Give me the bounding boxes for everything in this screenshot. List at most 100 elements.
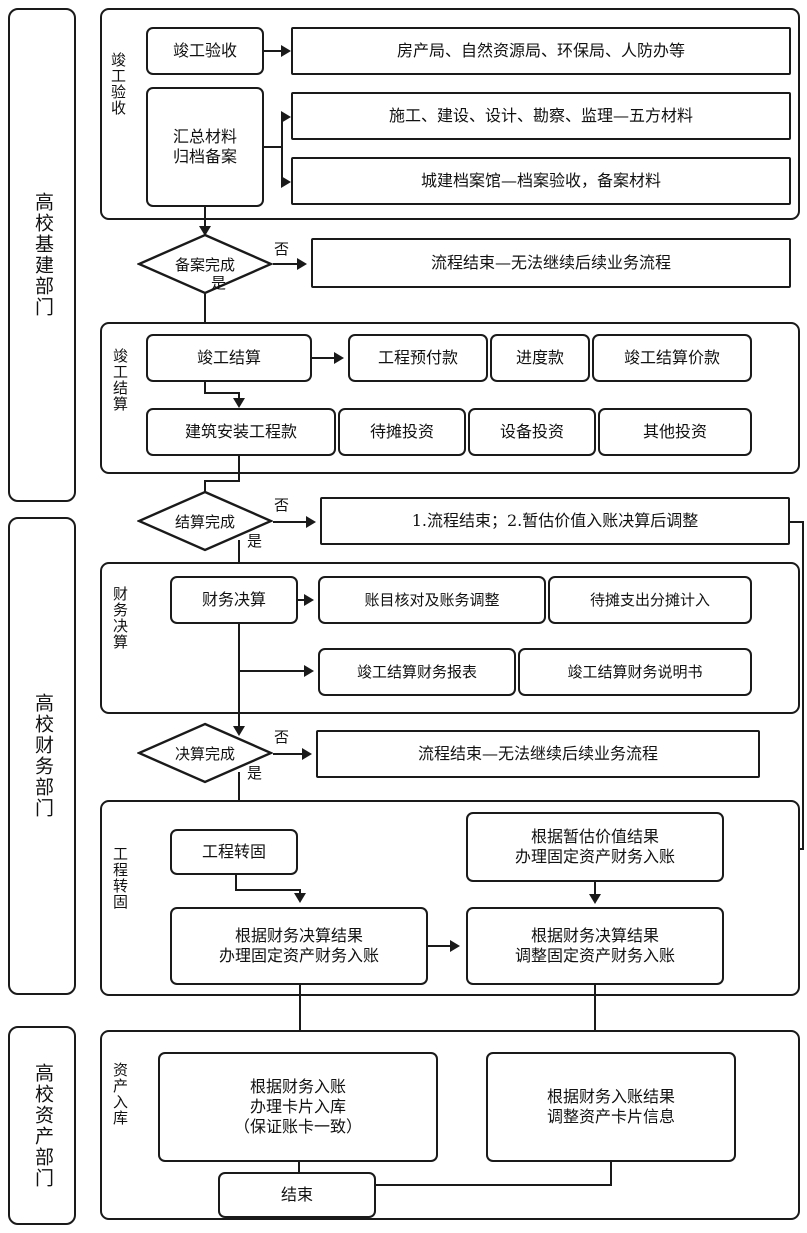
node-settlement-equipment-label: 设备投资 (499, 422, 564, 441)
node-acceptance-archive[interactable]: 汇总材料 归档备案 (146, 87, 264, 207)
edge-merge-horizontal (298, 1184, 612, 1187)
return-edge-top (790, 521, 804, 524)
node-end-after-settlement[interactable]: 1.流程结束；2.暂估价值入账决算后调整 (320, 497, 790, 545)
node-settlement-main-label: 竣工结算 (196, 348, 261, 367)
decision-final-no-label: 否 (274, 728, 290, 746)
node-settlement-install-fee[interactable]: 建筑安装工程款 (146, 408, 336, 456)
edge-final-no (273, 753, 309, 756)
lane-assets-label: 高校资产部门 (31, 1062, 54, 1189)
node-acceptance-five-parties-label: 施工、建设、设计、勘察、监理—五方材料 (388, 106, 693, 125)
node-acceptance-five-parties[interactable]: 施工、建设、设计、勘察、监理—五方材料 (291, 92, 791, 140)
node-settlement-price[interactable]: 竣工结算价款 (592, 334, 752, 382)
edge-archive-stub (264, 146, 282, 149)
node-settlement-prepayment[interactable]: 工程预付款 (348, 334, 488, 382)
node-settlement-main[interactable]: 竣工结算 (146, 334, 312, 382)
edge-settlement-step-a (204, 382, 207, 394)
node-end-after-filing[interactable]: 流程结束—无法继续后续业务流程 (311, 238, 791, 288)
decision-filing[interactable]: 备案完成 (137, 233, 273, 295)
group-settlement-label: 竣工结算 (111, 348, 129, 412)
node-final-account-apportion-label: 待摊支出分摊计入 (589, 590, 710, 609)
group-transfer-label: 工程转固 (111, 846, 129, 910)
node-transfer-adjust[interactable]: 根据财务决算结果 调整固定资产财务入账 (466, 907, 724, 985)
edge-settlement-yes (238, 540, 241, 578)
edge-settlement-no (273, 521, 313, 524)
edge-acceptance-to-bureaus-arrow (281, 45, 291, 57)
decision-settlement-yes-label: 是 (247, 532, 263, 550)
node-settlement-progress[interactable]: 进度款 (490, 334, 590, 382)
edge-final-to-reconcile-arrow (304, 594, 314, 606)
node-end-label: 结束 (280, 1185, 313, 1204)
edge-archive-to-five-arrow (281, 111, 291, 123)
node-asset-card-in[interactable]: 根据财务入账 办理卡片入库 （保证账卡一致） (158, 1052, 438, 1162)
node-acceptance-archive-hall[interactable]: 城建档案馆—档案验收，备案材料 (291, 157, 791, 205)
node-acceptance-archive-hall-label: 城建档案馆—档案验收，备案材料 (420, 171, 661, 190)
node-settlement-price-label: 竣工结算价款 (623, 348, 720, 367)
lane-finance-label: 高校财务部门 (31, 693, 54, 819)
edge-final-out (238, 670, 241, 732)
decision-filing-shape (137, 233, 273, 295)
lane-construction: 高校基建部门 (8, 8, 76, 502)
node-acceptance-main-label: 竣工验收 (172, 41, 237, 60)
node-settlement-deferred[interactable]: 待摊投资 (338, 408, 466, 456)
node-transfer-main[interactable]: 工程转固 (170, 829, 298, 875)
edge-settlement-to-prepayment (312, 357, 336, 360)
edge-archive-to-hall-arrow (281, 176, 291, 188)
node-settlement-prepayment-label: 工程预付款 (377, 348, 458, 367)
decision-settlement-shape (137, 490, 273, 552)
node-transfer-by-final[interactable]: 根据财务决算结果 办理固定资产财务入账 (170, 907, 428, 985)
node-acceptance-main[interactable]: 竣工验收 (146, 27, 264, 75)
edge-filing-no (273, 263, 303, 266)
node-final-account-main[interactable]: 财务决算 (170, 576, 298, 624)
edge-archive-riser (281, 116, 284, 182)
node-transfer-adjust-label: 根据财务决算结果 调整固定资产财务入账 (514, 926, 675, 965)
node-settlement-equipment[interactable]: 设备投资 (468, 408, 596, 456)
lane-construction-label: 高校基建部门 (31, 192, 54, 318)
edge-transfer-step-a (235, 875, 238, 891)
edge-transfer-to-adjust (428, 945, 454, 948)
edge-settlement-step-arrow (233, 398, 245, 408)
node-transfer-provisional[interactable]: 根据暂估价值结果 办理固定资产财务入账 (466, 812, 724, 882)
node-final-account-reconcile-label: 账目核对及账务调整 (364, 590, 500, 609)
node-settlement-other-label: 其他投资 (642, 422, 707, 441)
node-asset-card-adjust-label: 根据财务入账结果 调整资产卡片信息 (546, 1087, 675, 1126)
node-settlement-other[interactable]: 其他投资 (598, 408, 752, 456)
decision-filing-label: 备案完成 (174, 255, 235, 274)
node-final-account-report[interactable]: 竣工结算财务报表 (318, 648, 516, 696)
edge-filing-no-arrow (297, 258, 307, 270)
edge-settlement-out-c (204, 480, 207, 500)
edge-filing-yes (204, 294, 207, 342)
decision-settlement-no-label: 否 (274, 496, 290, 514)
lane-finance: 高校财务部门 (8, 517, 76, 995)
decision-final-account-label: 决算完成 (174, 744, 235, 763)
node-asset-card-adjust[interactable]: 根据财务入账结果 调整资产卡片信息 (486, 1052, 736, 1162)
node-final-account-reconcile[interactable]: 账目核对及账务调整 (318, 576, 546, 624)
group-asset-entry-label: 资产入库 (111, 1062, 129, 1126)
decision-final-account-shape (137, 722, 273, 784)
node-acceptance-bureaus-label: 房产局、自然资源局、环保局、人防办等 (396, 41, 685, 60)
node-end[interactable]: 结束 (218, 1172, 376, 1218)
decision-final-account[interactable]: 决算完成 (137, 722, 273, 784)
edge-settlement-step-b (204, 392, 240, 395)
node-acceptance-bureaus[interactable]: 房产局、自然资源局、环保局、人防办等 (291, 27, 791, 75)
node-transfer-provisional-label: 根据暂估价值结果 办理固定资产财务入账 (514, 827, 675, 866)
decision-settlement-label: 结算完成 (174, 512, 235, 531)
return-edge-vertical (802, 521, 805, 850)
node-final-account-statement-label: 竣工结算财务说明书 (567, 662, 703, 681)
node-final-account-apportion[interactable]: 待摊支出分摊计入 (548, 576, 752, 624)
node-end-after-final[interactable]: 流程结束—无法继续后续业务流程 (316, 730, 760, 778)
edge-final-yes (238, 772, 241, 824)
edge-archive-down-arrow (199, 226, 211, 236)
decision-filing-no-label: 否 (274, 240, 290, 258)
edge-provisional-down (594, 882, 597, 898)
node-final-account-statement[interactable]: 竣工结算财务说明书 (518, 648, 752, 696)
decision-settlement[interactable]: 结算完成 (137, 490, 273, 552)
node-end-after-final-label: 流程结束—无法继续后续业务流程 (417, 744, 658, 763)
node-end-after-filing-label: 流程结束—无法继续后续业务流程 (430, 253, 671, 272)
edge-transfer-to-adjust-arrow (450, 940, 460, 952)
edge-transfer-step-b (235, 889, 301, 892)
edge-final-out-arrow (233, 726, 245, 736)
edge-final-to-reconcile (298, 599, 308, 602)
edge-settlement-no-arrow (306, 516, 316, 528)
node-final-account-report-label: 竣工结算财务报表 (356, 662, 477, 681)
edge-acceptance-to-bureaus (264, 50, 282, 53)
